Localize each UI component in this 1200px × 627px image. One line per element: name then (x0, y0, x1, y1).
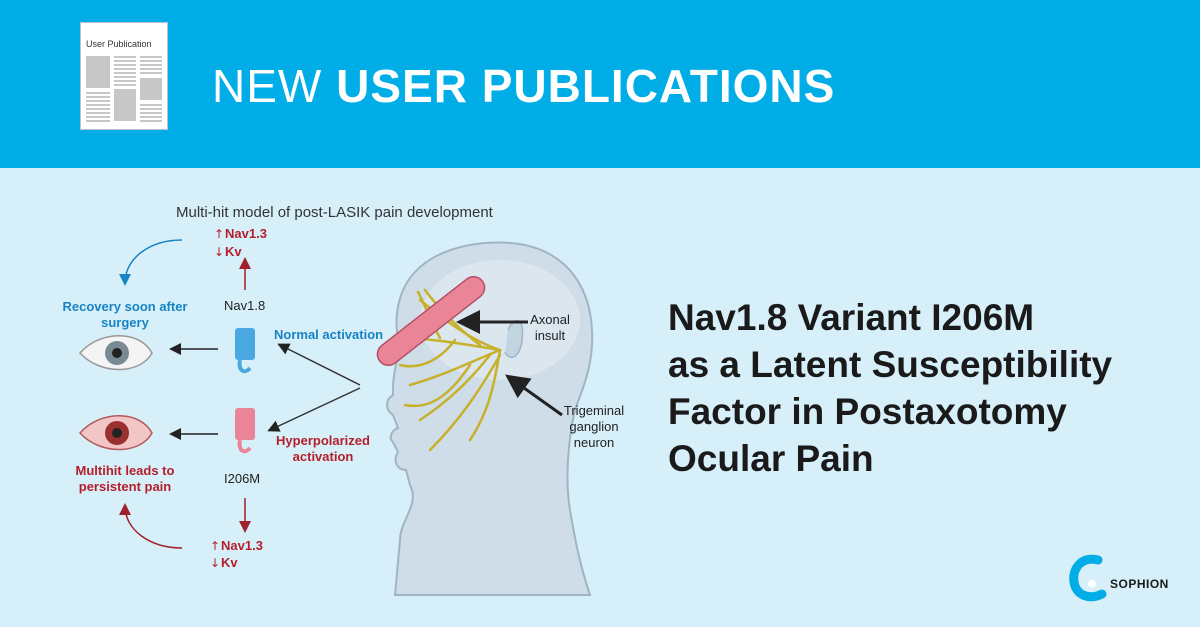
nav18-label: Nav1.8 (224, 298, 266, 313)
banner-title-bold: USER PUBLICATIONS (336, 60, 836, 112)
top-nav13-label: Nav1.3 (225, 226, 267, 241)
persistent-curve-arrow (119, 503, 183, 549)
trigeminal-label: Trigeminal ganglion neuron (556, 403, 632, 451)
hyper-line2: activation (292, 449, 354, 464)
axonal-line2: insult (534, 328, 566, 343)
recovery-curve-arrow (119, 239, 183, 286)
headline-line2: as a Latent Susceptibility (668, 344, 1113, 385)
content-area (0, 168, 1200, 627)
recovery-line2: surgery (101, 315, 149, 330)
newspaper-lines (86, 56, 162, 122)
trig-line1: Trigeminal (563, 403, 625, 418)
nav18-channel-icon (235, 328, 255, 374)
normal-arrow (277, 343, 361, 386)
down-arrow-icon: ↓ (214, 245, 224, 259)
sophion-logo-icon (1069, 554, 1107, 602)
up-arrow-icon: ↑ (214, 227, 224, 241)
paper-label: User Publication (86, 39, 152, 49)
hyperpolarized-label: Hyperpolarized activation (268, 433, 378, 465)
bottom-nav13-label: Nav1.3 (221, 538, 263, 553)
hyper-arrow (267, 387, 361, 432)
trig-line3: neuron (573, 435, 615, 450)
headline-line4: Ocular Pain (668, 438, 874, 479)
red-eye-icon (78, 415, 153, 451)
header-banner: User Publication NEW USER PUBLICATIONS (0, 0, 1200, 168)
i206m-channel-icon (235, 408, 255, 454)
axonal-line1: Axonal (530, 312, 570, 327)
normal-activation-label: Normal activation (274, 327, 384, 342)
headline-line3: Factor in Postaxotomy (668, 391, 1067, 432)
top-kv-label: Kv (225, 244, 242, 259)
recovery-label: Recovery soon after surgery (60, 299, 190, 331)
figure-title: Multi-hit model of post-LASIK pain devel… (176, 204, 493, 221)
down-arrow-icon: ↓ (210, 556, 220, 570)
recovery-line1: Recovery soon after (62, 299, 188, 314)
head-illustration (376, 241, 594, 596)
bottom-kv-label: Kv (221, 555, 238, 570)
newspaper-icon: User Publication (80, 22, 168, 130)
publication-headline: Nav1.8 Variant I206M as a Latent Suscept… (668, 294, 1168, 482)
trig-line2: ganglion (569, 419, 619, 434)
hyper-line1: Hyperpolarized (276, 433, 370, 448)
ganglion-arrow (505, 374, 563, 417)
sophion-logo-text: SOPHION (1110, 577, 1169, 591)
headline-line1: Nav1.8 Variant I206M (668, 297, 1035, 338)
multihit-line1: Multihit leads to (75, 463, 175, 478)
banner-title: NEW USER PUBLICATIONS (212, 60, 835, 112)
normal-eye-icon (78, 335, 153, 371)
banner-title-light: NEW (212, 60, 323, 112)
multihit-line2: persistent pain (78, 479, 172, 494)
i206m-label: I206M (224, 471, 261, 486)
axonal-insult-label: Axonal insult (520, 312, 580, 344)
multihit-label: Multihit leads to persistent pain (60, 463, 190, 495)
up-arrow-icon: ↑ (210, 539, 220, 553)
